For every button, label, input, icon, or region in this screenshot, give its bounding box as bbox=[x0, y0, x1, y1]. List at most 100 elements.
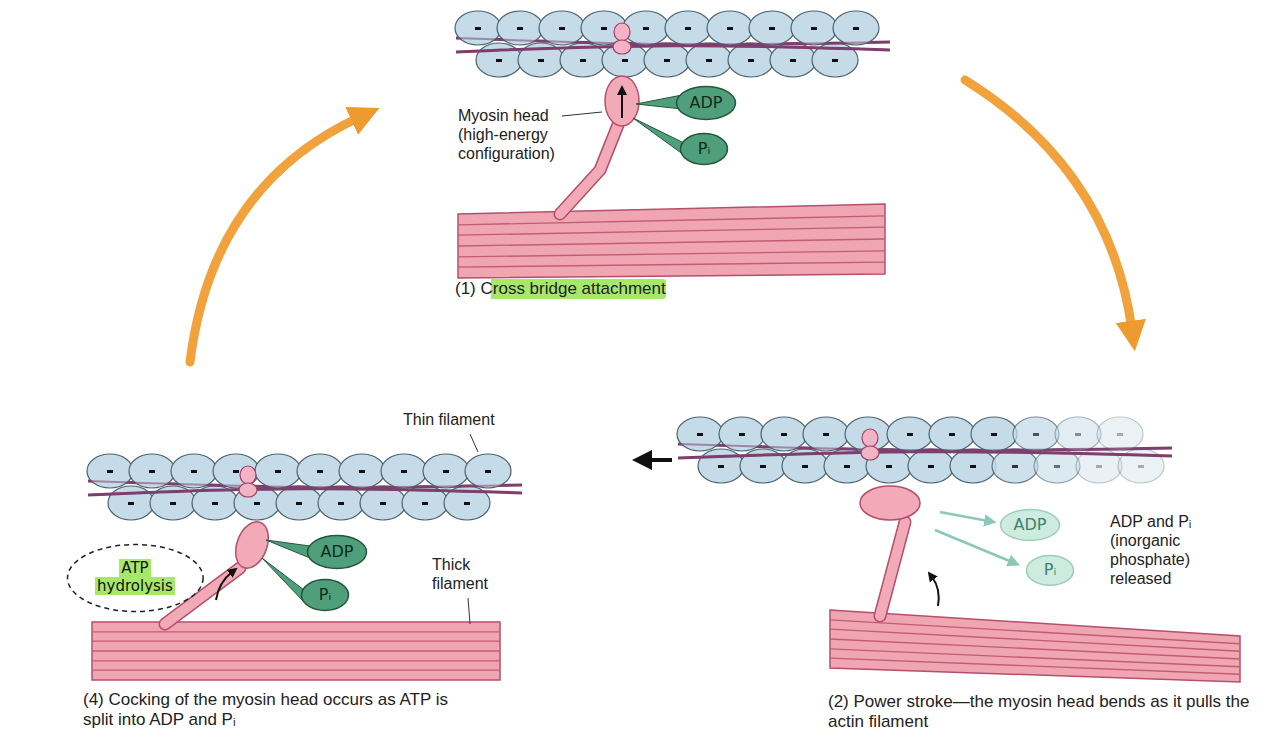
actin-bead-shape bbox=[992, 449, 1038, 483]
thin-filaments bbox=[87, 11, 1172, 520]
actin-bead-shape bbox=[297, 454, 343, 488]
actin-bead-shape bbox=[623, 11, 669, 45]
binding-site bbox=[296, 502, 302, 505]
node-text: ATP hydrolysis bbox=[95, 559, 175, 595]
bubble-tail bbox=[636, 95, 682, 109]
binding-site bbox=[485, 470, 491, 473]
actin-bead-shape bbox=[749, 11, 795, 45]
actin-bead bbox=[665, 11, 711, 45]
actin-bead bbox=[992, 449, 1038, 483]
thick-filament-body bbox=[830, 610, 1240, 682]
binding-site bbox=[517, 27, 523, 30]
binding-site bbox=[1054, 465, 1060, 468]
binding-site bbox=[844, 465, 850, 468]
binding-site bbox=[443, 470, 449, 473]
tropomyosin-strand bbox=[678, 444, 1172, 450]
binding-site bbox=[970, 465, 976, 468]
actin-bead bbox=[908, 449, 954, 483]
motion-arrow bbox=[932, 577, 939, 606]
thick-filament-body bbox=[92, 622, 500, 680]
binding-site bbox=[338, 502, 344, 505]
thick-filaments bbox=[92, 204, 1240, 682]
leader-line bbox=[468, 598, 470, 624]
part-label: Thick filament bbox=[432, 556, 512, 594]
molecule-bubble: Pᵢ bbox=[300, 578, 350, 612]
troponin bbox=[239, 466, 257, 497]
tropomyosin-strand bbox=[678, 452, 1172, 458]
actin-bead-shape bbox=[908, 449, 954, 483]
node-ellipse bbox=[308, 536, 367, 569]
node-text: ADP bbox=[321, 543, 354, 562]
actin-bead-shape bbox=[728, 43, 774, 77]
tropomyosin-strand bbox=[456, 38, 890, 44]
node-ellipse bbox=[677, 87, 736, 120]
filament-stripe bbox=[458, 262, 885, 267]
troponin bbox=[861, 429, 879, 460]
tropomyosin-strand bbox=[88, 481, 522, 487]
bubble-tail bbox=[262, 558, 304, 602]
filament-stripe bbox=[92, 640, 500, 641]
actin-bead bbox=[297, 454, 343, 488]
binding-site bbox=[907, 433, 913, 436]
actin-bead bbox=[887, 417, 933, 451]
leader-line bbox=[470, 434, 478, 452]
node-ellipse bbox=[681, 134, 728, 165]
binding-site bbox=[664, 59, 670, 62]
bubble-tail bbox=[266, 540, 310, 558]
binding-site bbox=[739, 433, 745, 436]
actin-bead bbox=[360, 486, 406, 520]
binding-site bbox=[601, 27, 607, 30]
node-text-holder: ADP bbox=[690, 94, 723, 113]
actin-bead-shape bbox=[929, 417, 975, 451]
actin-bead bbox=[803, 417, 849, 451]
troponin-part bbox=[240, 466, 256, 484]
thick-filament-body bbox=[458, 204, 885, 278]
released-molecule-bubble: ADP bbox=[999, 508, 1061, 542]
actin-bead-shape bbox=[791, 11, 837, 45]
binding-site bbox=[781, 433, 787, 436]
actin-bead-shape bbox=[360, 486, 406, 520]
binding-site bbox=[727, 27, 733, 30]
tropomyosin-strand bbox=[88, 489, 522, 495]
actin-bead-shape bbox=[1013, 417, 1059, 451]
actin-bead bbox=[318, 486, 364, 520]
binding-site bbox=[1033, 433, 1039, 436]
binding-site bbox=[853, 27, 859, 30]
released-molecule-bubble: Pᵢ bbox=[1025, 554, 1075, 587]
troponin-part bbox=[614, 23, 630, 41]
troponin-part bbox=[239, 483, 257, 497]
part-label: ADP and Pᵢ (inorganic phosphate) release… bbox=[1110, 513, 1225, 589]
actin-bead-shape bbox=[1097, 417, 1143, 451]
binding-site bbox=[149, 470, 155, 473]
actin-bead bbox=[1097, 417, 1143, 451]
actin-bead-shape bbox=[213, 454, 259, 488]
binding-site bbox=[559, 27, 565, 30]
binding-site bbox=[697, 433, 703, 436]
actin-bead-shape bbox=[423, 454, 469, 488]
binding-site bbox=[464, 502, 470, 505]
binding-site bbox=[1075, 433, 1081, 436]
actin-bead-shape bbox=[698, 449, 744, 483]
binding-site bbox=[580, 59, 586, 62]
actin-bead bbox=[749, 11, 795, 45]
actin-bead bbox=[171, 454, 217, 488]
actin-bead-shape bbox=[381, 454, 427, 488]
myosin-head bbox=[165, 517, 274, 624]
binding-site bbox=[718, 465, 724, 468]
thick-filament bbox=[458, 204, 885, 278]
actin-bead bbox=[623, 11, 669, 45]
node-ellipse bbox=[1001, 510, 1060, 541]
actin-bead-shape bbox=[171, 454, 217, 488]
actin-bead bbox=[929, 417, 975, 451]
actin-bead-shape bbox=[644, 43, 690, 77]
molecule-bubble: Pᵢ bbox=[679, 132, 729, 166]
actin-bead bbox=[539, 11, 585, 45]
actin-bead-shape bbox=[950, 449, 996, 483]
myosin-stalk bbox=[560, 125, 618, 214]
actin-bead bbox=[276, 486, 322, 520]
binding-site bbox=[622, 59, 628, 62]
node-text: Pᵢ bbox=[319, 586, 332, 605]
actin-bead bbox=[833, 11, 879, 45]
actin-bead-shape bbox=[1055, 417, 1101, 451]
